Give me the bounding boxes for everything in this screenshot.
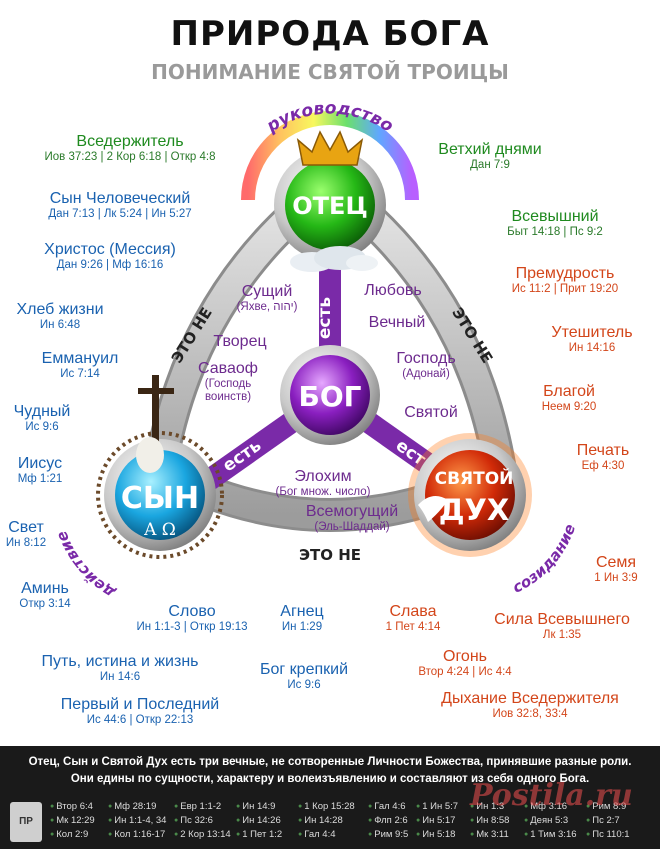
reference: Рим 8:9 bbox=[586, 801, 626, 812]
son-label: СЫН bbox=[121, 481, 199, 516]
page-title: ПРИРОДА БОГА bbox=[170, 14, 490, 54]
footer-line-1: Отец, Сын и Святой Дух есть три вечные, … bbox=[28, 756, 632, 768]
reference: Гал 4:4 bbox=[298, 829, 335, 840]
reference: Флп 2:6 bbox=[368, 815, 407, 826]
reference-row: Втор 6:4 Мф 28:19 Евр 1:1-2 Ин 14:9 1 Ко… bbox=[50, 801, 660, 815]
father-label: ОТЕЦ bbox=[292, 192, 367, 220]
reference: Ин 14:28 bbox=[298, 815, 343, 826]
edge-bottom-label: ЭТО НЕ bbox=[299, 546, 361, 564]
reference: Гал 4:6 bbox=[368, 801, 405, 812]
footer: Отец, Сын и Святой Дух есть три вечные, … bbox=[0, 746, 660, 849]
reference: Рим 9:5 bbox=[368, 829, 408, 840]
reference: 1 Кор 15:28 bbox=[298, 801, 354, 812]
reference: Кол 2:9 bbox=[50, 829, 88, 840]
reference: Деян 5:3 bbox=[524, 815, 568, 826]
inner-attr: Элохим(Бог множ. число) bbox=[275, 468, 371, 498]
spirit-label-line1: СВЯТОЙ bbox=[435, 467, 514, 489]
reference: Мк 12:29 bbox=[50, 815, 94, 826]
spirit-label-line2: ДУХ bbox=[439, 493, 510, 527]
reference: Пс 2:7 bbox=[586, 815, 619, 826]
inner-attr: Сущий(Яхве, יהוה) bbox=[236, 283, 298, 313]
reference: Мф 3:16 bbox=[524, 801, 567, 812]
reference: Пс 110:1 bbox=[586, 829, 629, 840]
reference: 1 Тим 3:16 bbox=[524, 829, 576, 840]
reference: Ин 14:9 bbox=[236, 801, 275, 812]
father-node bbox=[285, 160, 375, 250]
reference: Мф 28:19 bbox=[108, 801, 156, 812]
footer-summary: Отец, Сын и Святой Дух есть три вечные, … bbox=[0, 754, 660, 787]
reference-row: Кол 2:9 Кол 1:16-17 2 Кор 13:14 1 Пет 1:… bbox=[50, 829, 660, 843]
reference: Ин 1:3 bbox=[470, 801, 504, 812]
son-node bbox=[115, 450, 205, 540]
lamb-icon bbox=[136, 437, 164, 473]
spoke-top-label: есть bbox=[315, 297, 335, 339]
inner-attr: Вечный bbox=[368, 314, 426, 331]
inner-attr: Саваоф(Господь воинств) bbox=[198, 360, 258, 403]
reference: Ин 5:18 bbox=[416, 829, 455, 840]
son-attr: Христос (Мессия)Дан 9:26 | Мф 16:16 bbox=[44, 241, 176, 271]
reference: Ин 14:26 bbox=[236, 815, 281, 826]
crown-of-thorns-icon bbox=[96, 431, 224, 559]
reference: Евр 1:1-2 bbox=[174, 801, 221, 812]
page-subtitle: ПОНИМАНИЕ СВЯТОЙ ТРОИЦЫ bbox=[151, 60, 509, 84]
cross-icon bbox=[138, 375, 174, 445]
inner-attr: Господь(Адонай) bbox=[396, 350, 456, 380]
arc-label-right: созидание bbox=[510, 522, 580, 597]
reference: Ин 1:1-4, 34 bbox=[108, 815, 166, 826]
footer-line-2: Они едины по сущности, характеру и волеи… bbox=[70, 772, 590, 785]
reference: 1 Ин 5:7 bbox=[416, 801, 458, 812]
reference: Пс 32:6 bbox=[174, 815, 213, 826]
cloud-icon bbox=[290, 246, 378, 272]
reference: Втор 6:4 bbox=[50, 801, 93, 812]
watermark: Postila.ru bbox=[470, 778, 633, 813]
inner-attr: Любовь bbox=[364, 282, 422, 299]
reference-row: Мк 12:29 Ин 1:1-4, 34 Пс 32:6 Ин 14:26 И… bbox=[50, 815, 660, 829]
spirit-node bbox=[425, 450, 515, 540]
reference: 2 Кор 13:14 bbox=[174, 829, 230, 840]
reference: Ин 5:17 bbox=[416, 815, 455, 826]
reference: Мк 3:11 bbox=[470, 829, 509, 840]
triangle-band bbox=[146, 171, 514, 529]
reference: 1 Пет 1:2 bbox=[236, 829, 282, 840]
god-label: БОГ bbox=[299, 380, 362, 413]
badge-icon: ПР bbox=[10, 802, 42, 842]
inner-attr: Творец bbox=[213, 333, 267, 350]
inner-attr: Всемогущий(Эль-Шаддай) bbox=[305, 503, 399, 533]
inner-attr: Святой bbox=[404, 404, 458, 421]
alpha-omega-symbol: A Ω bbox=[143, 520, 176, 540]
dove-icon bbox=[418, 496, 448, 522]
reference: Кол 1:16-17 bbox=[108, 829, 165, 840]
god-node bbox=[290, 355, 370, 435]
reference: Ин 8:58 bbox=[470, 815, 509, 826]
rainbow-arc bbox=[241, 111, 419, 201]
crown-icon bbox=[296, 130, 364, 166]
